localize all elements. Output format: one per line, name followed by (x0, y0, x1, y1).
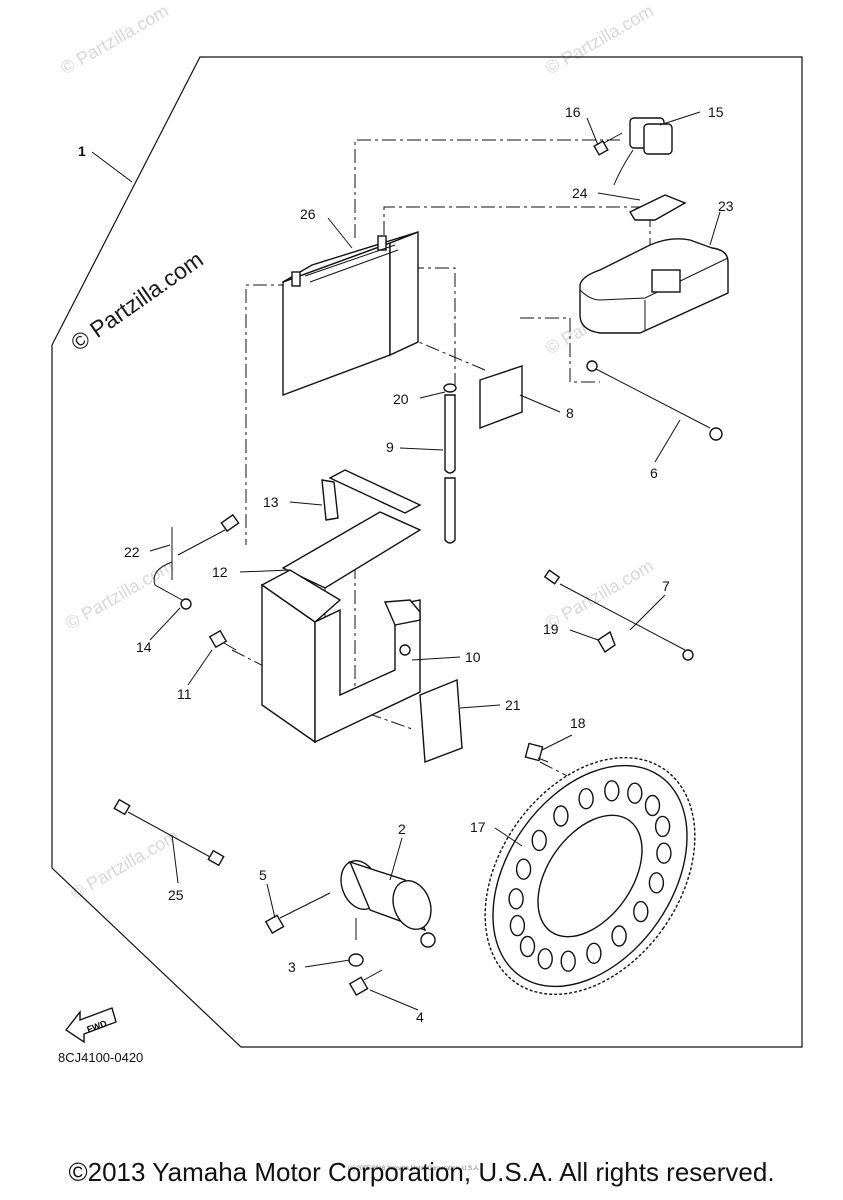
disc-hole (515, 858, 532, 880)
callouts: 1 2 3 4 5 6 7 8 9 10 11 12 13 14 15 16 1… (78, 104, 734, 1025)
main-watermark: © Partzilla.com (66, 246, 208, 356)
disc-hole (656, 842, 672, 864)
disc-hole (654, 815, 671, 838)
callout-12: 12 (212, 564, 228, 580)
cable-25 (113, 798, 225, 867)
battery-case (579, 238, 729, 334)
callout-11: 11 (177, 686, 192, 702)
disc-hole (586, 942, 602, 964)
disc-hole (553, 805, 569, 827)
faint-watermark: © Partzilla.com (67, 825, 182, 903)
faint-watermarks: © Partzilla.com © Partzilla.com © Partzi… (57, 0, 662, 903)
cable-6 (586, 360, 723, 441)
relay-bracket (628, 194, 687, 221)
callout-16: 16 (565, 104, 581, 120)
disc-hole (644, 794, 661, 817)
bolt-5 (264, 892, 331, 935)
leader-1 (91, 151, 133, 183)
bolt-18 (524, 742, 549, 763)
lead-wire-14 (153, 561, 192, 610)
disc-hole (508, 888, 524, 910)
diagram-code: 8CJ4100-0420 (58, 1050, 143, 1065)
callout-21: 21 (505, 697, 521, 713)
starter-relay (613, 117, 673, 186)
tiny-copyright: (c) 2005-2016 Yamaha Motor Corporation, … (348, 1166, 480, 1172)
cable-7 (543, 569, 694, 661)
callout-10: 10 (465, 649, 481, 665)
lead-wire-22 (171, 513, 240, 580)
callout-22: 22 (124, 544, 140, 560)
disc-hole (519, 935, 536, 958)
callout-17: 17 (470, 819, 486, 835)
battery-bracket (260, 569, 421, 744)
callout-2: 2 (398, 821, 406, 837)
callout-4: 4 (416, 1009, 424, 1025)
callout-26: 26 (300, 206, 316, 222)
plate-12 (281, 511, 422, 589)
fwd-arrow-icon: FWD (64, 1007, 117, 1044)
starter-motor (340, 860, 436, 948)
bolt-16 (593, 132, 623, 156)
callout-7: 7 (662, 578, 670, 594)
disc-hole (578, 788, 594, 810)
battery-band (321, 469, 422, 521)
callout-9: 9 (386, 439, 394, 455)
plate-21 (419, 678, 463, 763)
disc-hole (509, 914, 526, 937)
callout-18: 18 (570, 715, 586, 731)
kit-boundary (51, 56, 803, 1048)
callout-25: 25 (168, 887, 184, 903)
callout-24: 24 (572, 185, 588, 201)
battery (282, 230, 419, 397)
leader-lines (149, 111, 721, 1011)
callout-8: 8 (566, 405, 574, 421)
disc-hole (648, 872, 665, 894)
callout-20: 20 (393, 391, 409, 407)
callout-3: 3 (288, 959, 296, 975)
callout-13: 13 (263, 494, 279, 510)
callout-15: 15 (708, 104, 724, 120)
disc-hole (604, 780, 620, 802)
disc-hole (633, 900, 649, 923)
disc-hole (611, 925, 627, 947)
bolt-11 (208, 629, 237, 651)
callout-14: 14 (136, 639, 152, 655)
starter-gear-disc (484, 756, 696, 996)
disc-hole (531, 829, 547, 852)
callout-6: 6 (650, 465, 658, 481)
callout-5: 5 (259, 867, 267, 883)
faint-watermark: © Partzilla.com (542, 555, 657, 633)
nut-3 (348, 953, 364, 967)
faint-watermark: © Partzilla.com (542, 0, 657, 78)
hose (443, 383, 457, 544)
pad-8 (479, 365, 523, 430)
bolt-4 (348, 969, 383, 997)
callout-19: 19 (543, 621, 559, 637)
callout-1: 1 (78, 143, 86, 159)
disc-hole (537, 948, 553, 970)
callout-23: 23 (718, 198, 734, 214)
faint-watermark: © Partzilla.com (57, 0, 172, 78)
faint-watermark: © Partzilla.com (62, 555, 177, 633)
clamp-19 (597, 630, 616, 654)
footer-copyright: ©2013 Yamaha Motor Corporation, U.S.A. A… (68, 1157, 775, 1187)
disc-hole (627, 782, 643, 804)
disc-hole (560, 950, 576, 972)
